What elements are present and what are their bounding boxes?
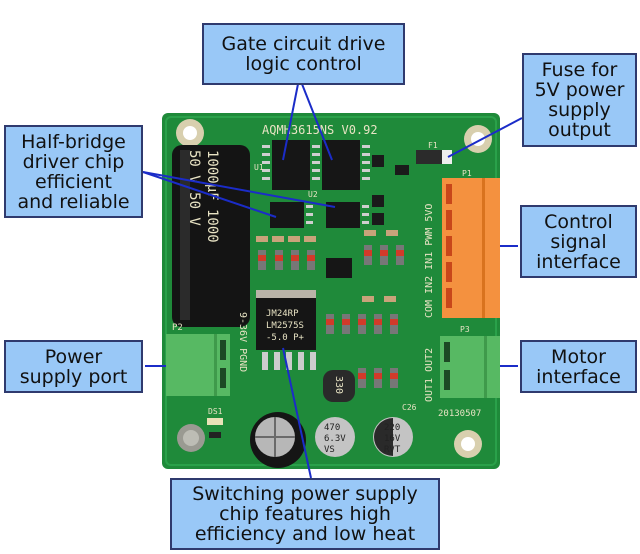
leader-lines xyxy=(142,83,523,479)
transistors xyxy=(372,155,409,225)
motor-terminal xyxy=(440,336,500,398)
smd-capacitors xyxy=(256,230,398,302)
leader-switching xyxy=(282,347,312,479)
control-signal-terminal xyxy=(442,178,500,318)
callout-power-supply: Power supply port xyxy=(4,340,143,393)
inductor-l1: 330 xyxy=(323,370,355,402)
diodes xyxy=(258,245,404,388)
ic-u5 xyxy=(326,258,352,278)
switching-regulator-lm2575: JM24RP LM2575S -5.0 P+ xyxy=(256,290,316,370)
callout-gate-logic: Gate circuit drive logic control xyxy=(202,23,405,85)
callout-half-bridge: Half-bridge driver chip efficient and re… xyxy=(4,125,143,218)
capacitor-large-bottom xyxy=(250,412,306,468)
ic-pins xyxy=(262,145,370,224)
power-supply-terminal xyxy=(166,334,230,396)
capacitor-220uf: 220 16V RVT xyxy=(373,417,413,457)
mounting-hole xyxy=(454,430,482,458)
leader-fuse xyxy=(447,117,523,158)
leader-gate-1 xyxy=(282,83,299,161)
fuse-f1 xyxy=(416,150,452,164)
mounting-hole xyxy=(176,119,204,147)
led-ds1 xyxy=(207,418,223,425)
main-capacitor: 1000µF 1000 50 V 50 V xyxy=(172,145,250,327)
callout-switching-supply: Switching power supply chip features hig… xyxy=(170,478,440,550)
callout-motor: Motor interface xyxy=(520,340,637,393)
half-bridge-ic-u4 xyxy=(270,202,304,228)
mounting-hole xyxy=(177,424,205,452)
callout-fuse: Fuse for 5V power supply output xyxy=(522,53,637,147)
capacitor-470uf: 470 6.3V VS xyxy=(315,417,355,457)
leader-halfbridge-1 xyxy=(142,171,277,218)
mounting-hole xyxy=(464,125,492,153)
leader-halfbridge-2 xyxy=(142,171,336,208)
gate-logic-ic-u1 xyxy=(272,140,310,190)
callout-control-signal: Control signal interface xyxy=(520,205,637,278)
leader-gate-2 xyxy=(301,83,333,161)
